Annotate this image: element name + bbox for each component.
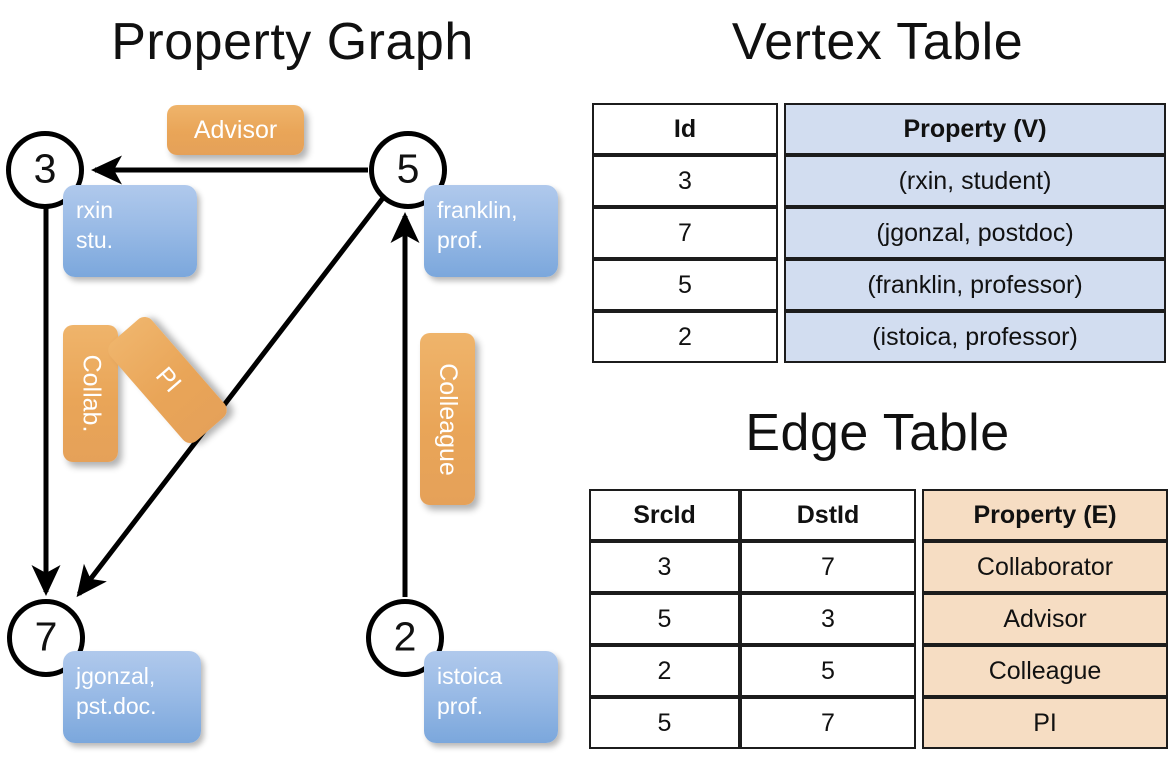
edge-5-to-7 [76,196,385,598]
column-gap [778,207,784,259]
vertex-row-1-id: 7 [592,207,778,259]
vertex-callout-3: rxin stu. [63,185,197,277]
table-header-row: Id Property (V) [592,103,1166,155]
vertex-callout-7-line2: pst.doc. [76,693,157,720]
page-title-property-graph: Property Graph [111,13,474,71]
vertex-callout-2-line2: prof. [437,693,484,720]
vertex-callout-3-line1: rxin [76,197,114,223]
vertex-row-3-id: 2 [592,311,778,363]
edge-row-3-src: 5 [589,697,740,749]
vertex-row-3-property: (istoica, professor) [784,311,1166,363]
vertex-callout-5: franklin, prof. [424,185,558,277]
column-gap [916,489,922,541]
edge-row-3-property: PI [922,697,1168,749]
table-row: 5 7 PI [589,697,1168,749]
vertex-callout-5-line1: franklin, [437,197,518,223]
table-row: 5 (franklin, professor) [592,259,1166,311]
table-row: 2 (istoica, professor) [592,311,1166,363]
edge-row-1-dst: 3 [740,593,916,645]
graph-vertex-5[interactable]: 5 [369,131,447,209]
table-row: 2 5 Colleague [589,645,1168,697]
table-row: 3 7 Collaborator [589,541,1168,593]
edge-table-header-srcid: SrcId [589,489,740,541]
column-gap [778,155,784,207]
table-row: 5 3 Advisor [589,593,1168,645]
edge-row-3-dst: 7 [740,697,916,749]
vertex-row-2-property: (franklin, professor) [784,259,1166,311]
vertex-callout-3-line2: stu. [76,227,114,254]
table-row: 3 (rxin, student) [592,155,1166,207]
column-gap [916,645,922,697]
graph-vertex-5-label: 5 [396,145,420,192]
edge-label-advisor-text: Advisor [193,115,278,144]
edge-table-header-property: Property (E) [922,489,1168,541]
column-gap [778,311,784,363]
column-gap [916,541,922,593]
column-gap [778,103,784,155]
vertex-callout-5-line2: prof. [437,227,484,254]
edge-row-2-dst: 5 [740,645,916,697]
column-gap [778,259,784,311]
edge-row-2-src: 2 [589,645,740,697]
table-row: 7 (jgonzal, postdoc) [592,207,1166,259]
edge-label-colleague: Colleague [420,333,475,505]
edge-label-collab-text: Collab. [77,354,106,433]
property-graph-diagram: 3 5 7 2 rxin stu. franklin, prof. jgonza… [6,105,558,743]
edge-label-pi-text: PI [149,361,187,398]
edge-row-0-property: Collaborator [922,541,1168,593]
vertex-row-2-id: 5 [592,259,778,311]
vertex-row-1-property: (jgonzal, postdoc) [784,207,1166,259]
table-header-row: SrcId DstId Property (E) [589,489,1168,541]
vertex-table: Id Property (V) 3 (rxin, student) 7 (jgo… [592,103,1166,363]
vertex-callout-7: jgonzal, pst.doc. [63,651,201,743]
page-title-edge-table: Edge Table [745,404,1010,462]
edge-table: SrcId DstId Property (E) 3 7 Collaborato… [589,489,1168,749]
graph-edges-svg [31,155,420,598]
vertex-callout-2-line1: istoica [437,663,503,689]
graph-vertex-7-label: 7 [34,613,58,660]
edge-row-2-property: Colleague [922,645,1168,697]
vertex-table-header-property: Property (V) [784,103,1166,155]
graph-vertex-3-label: 3 [33,145,57,192]
edge-label-advisor: Advisor [167,105,304,155]
edge-row-1-src: 5 [589,593,740,645]
edge-row-0-dst: 7 [740,541,916,593]
vertex-table-header-id: Id [592,103,778,155]
edge-row-0-src: 3 [589,541,740,593]
vertex-row-0-id: 3 [592,155,778,207]
column-gap [916,593,922,645]
edge-row-1-property: Advisor [922,593,1168,645]
edge-table-header-dstid: DstId [740,489,916,541]
vertex-callout-7-line1: jgonzal, [76,663,156,689]
edge-label-colleague-text: Colleague [434,362,462,476]
graph-vertex-2-label: 2 [393,613,417,660]
page-title-vertex-table: Vertex Table [731,13,1024,71]
column-gap [916,697,922,749]
vertex-row-0-property: (rxin, student) [784,155,1166,207]
graph-vertex-2[interactable]: 2 [366,599,444,677]
vertex-callout-2: istoica prof. [424,651,558,743]
